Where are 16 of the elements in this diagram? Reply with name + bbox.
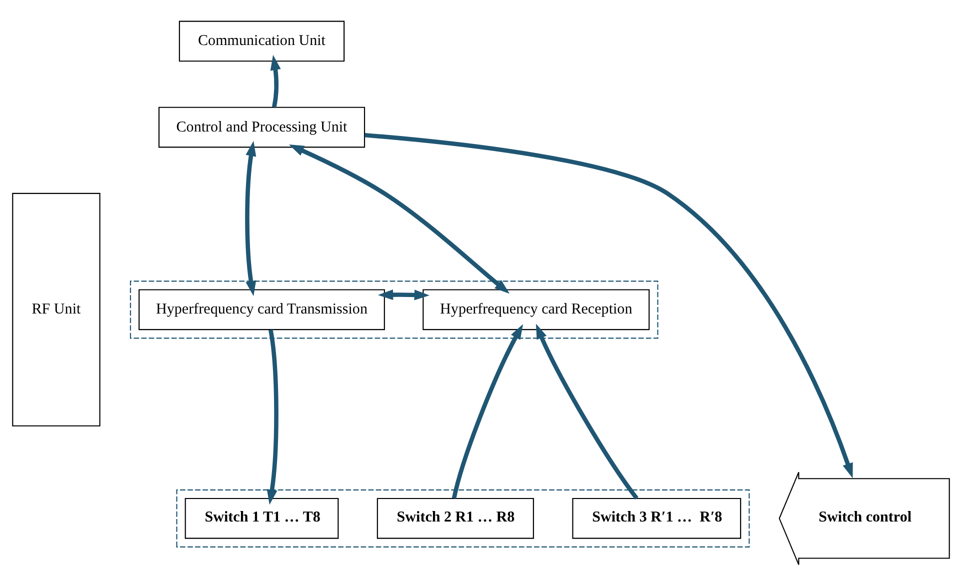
node-box: Control and Processing Unit [158, 106, 366, 148]
node-box: Hyperfrequency card Transmission [138, 288, 385, 330]
arrow [270, 54, 281, 108]
node-box: Switch 2 R1 … R8 [376, 497, 534, 538]
node-box: Communication Unit [178, 20, 345, 62]
arrow [452, 324, 524, 498]
arrow [364, 132, 853, 478]
node-box: Switch 1 T1 … T8 [184, 497, 339, 538]
arrow [266, 328, 278, 504]
arrow [288, 144, 510, 294]
arrow [245, 140, 256, 296]
arrow [536, 323, 638, 500]
node-box: Switch 3 R′1 … R′8 [572, 497, 742, 538]
arrow [378, 288, 430, 300]
node-box: RF Unit [12, 192, 100, 426]
node-box: Hyperfrequency card Reception [422, 288, 650, 330]
